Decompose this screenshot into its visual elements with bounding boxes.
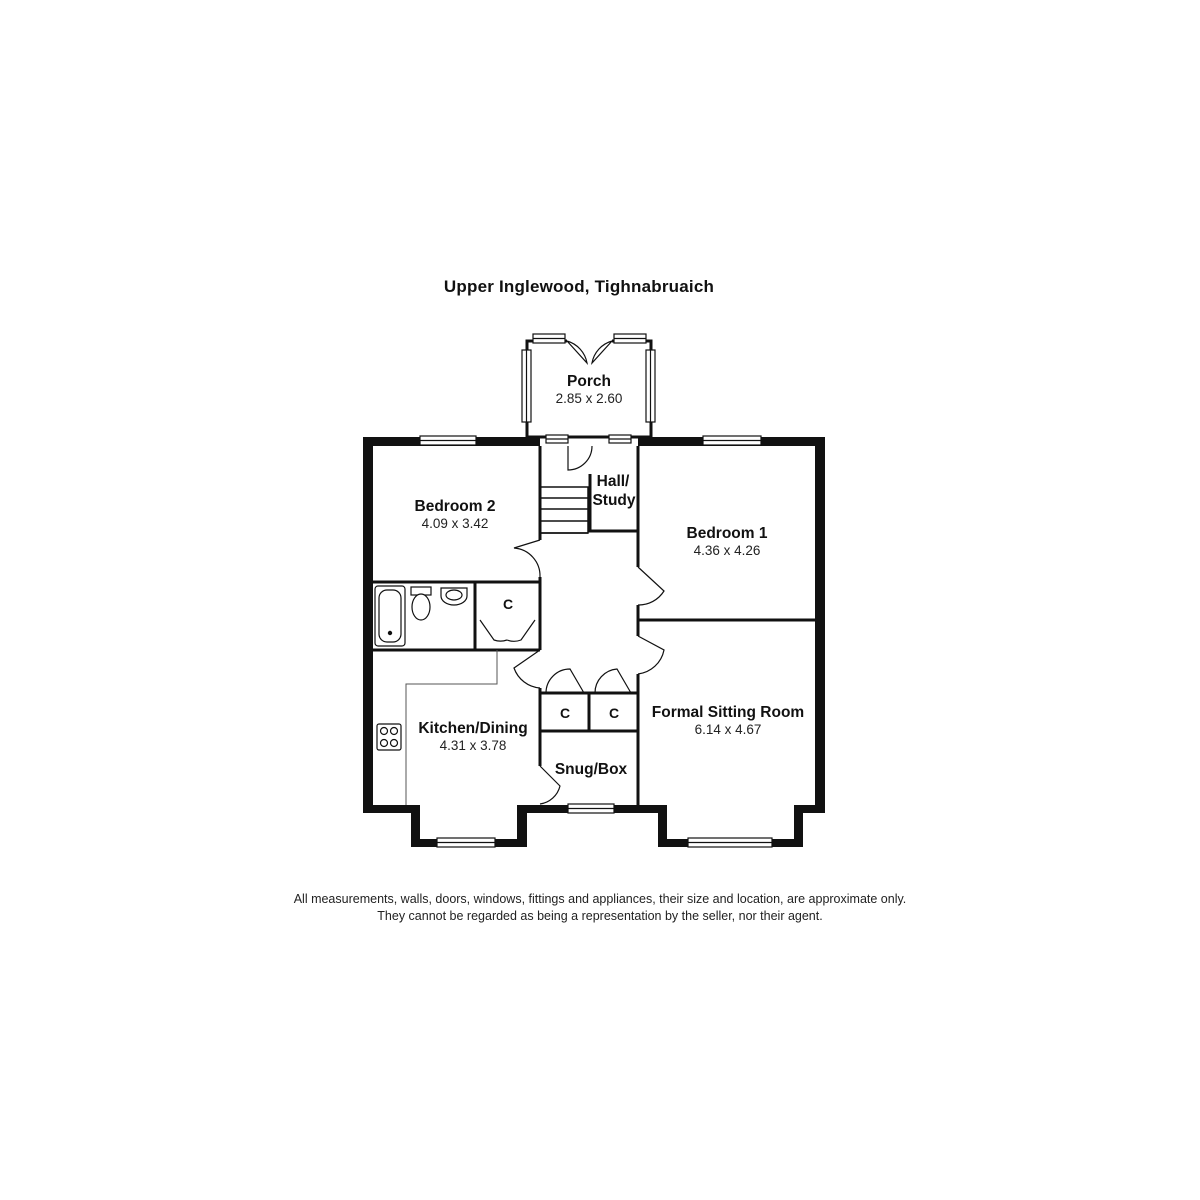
room-dims-sitting: 6.14 x 4.67 [695, 722, 762, 737]
bath-fixtures [374, 585, 468, 647]
cupboard-label-bath: C [503, 596, 513, 612]
disclaimer: All measurements, walls, doors, windows,… [0, 891, 1200, 925]
room-name-kitchen: Kitchen/Dining [418, 720, 527, 737]
room-name-bedroom2: Bedroom 2 [415, 498, 496, 515]
room-name-snug: Snug/Box [555, 761, 628, 778]
room-name-bedroom1: Bedroom 1 [687, 525, 768, 542]
room-name-hall: Hall/ [597, 473, 630, 490]
disclaimer-line-1: All measurements, walls, doors, windows,… [293, 892, 907, 906]
windows [419, 333, 773, 848]
room-dims-bedroom1: 4.36 x 4.26 [694, 543, 761, 558]
cupboard-label-hall-1: C [560, 705, 570, 721]
room-name-study: Study [592, 492, 635, 509]
doors [479, 340, 665, 805]
interior-walls [373, 446, 815, 805]
room-dims-bedroom2: 4.09 x 3.42 [422, 516, 489, 531]
hob [376, 723, 402, 751]
room-name-sitting: Formal Sitting Room [652, 704, 804, 721]
disclaimer-line-2: They cannot be regarded as being a repre… [377, 909, 823, 923]
room-dims-kitchen: 4.31 x 3.78 [440, 738, 507, 753]
plan-title: Upper Inglewood, Tighnabruaich [443, 277, 715, 296]
room-dims-porch: 2.85 x 2.60 [556, 391, 623, 406]
cupboard-label-hall-2: C [609, 705, 619, 721]
room-name-porch: Porch [567, 373, 611, 390]
toilet-bowl [411, 593, 431, 621]
kitchen-worktop [405, 650, 498, 805]
room-labels: Porch 2.85 x 2.60 Hall/ Study Bedroom 2 … [415, 373, 805, 778]
stairs [539, 486, 589, 534]
